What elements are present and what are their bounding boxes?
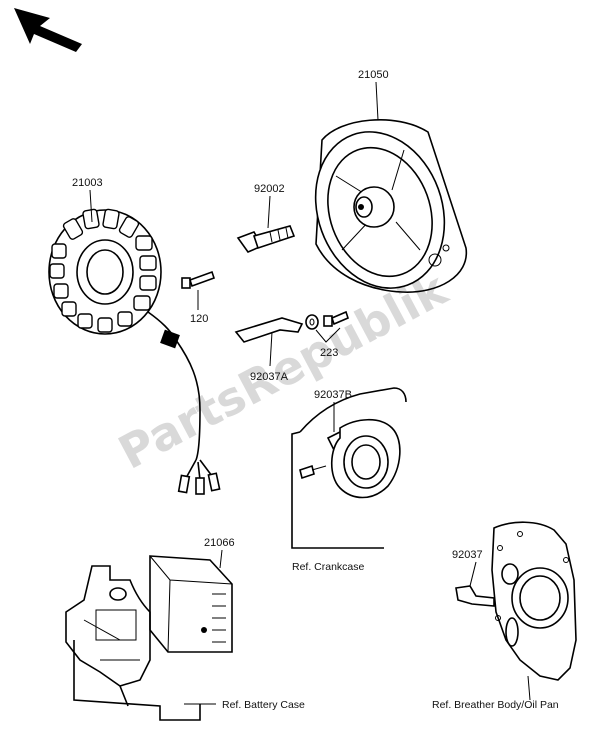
flywheel-rotor [314, 81, 468, 293]
front-direction-arrow-icon [14, 8, 82, 52]
label-21066: 21066 [204, 537, 235, 549]
crankcase-reference-group [291, 387, 407, 549]
label-92037: 92037 [452, 549, 483, 561]
bolt-92002 [236, 225, 296, 253]
screw-120 [181, 270, 216, 289]
label-21050: 21050 [358, 69, 389, 81]
label-92037b: 92037B [314, 389, 352, 401]
breather-body-oil-pan [491, 521, 577, 681]
ref-battery-case: Ref. Battery Case [222, 699, 305, 711]
battery-case-bracket [65, 565, 201, 721]
label-21003: 21003 [72, 177, 103, 189]
stator-coil [48, 208, 221, 495]
label-92037a: 92037A [250, 371, 289, 383]
clamp-92037 [455, 585, 495, 607]
label-92002: 92002 [254, 183, 285, 195]
regulator-rectifier [149, 555, 233, 653]
label-223: 223 [320, 347, 338, 359]
ref-breather-body-oil-pan: Ref. Breather Body/Oil Pan [432, 699, 559, 711]
label-120: 120 [190, 313, 208, 325]
ref-crankcase: Ref. Crankcase [292, 561, 365, 573]
clamp-92037a [234, 317, 304, 343]
washer-and-screw-223 [305, 310, 349, 330]
